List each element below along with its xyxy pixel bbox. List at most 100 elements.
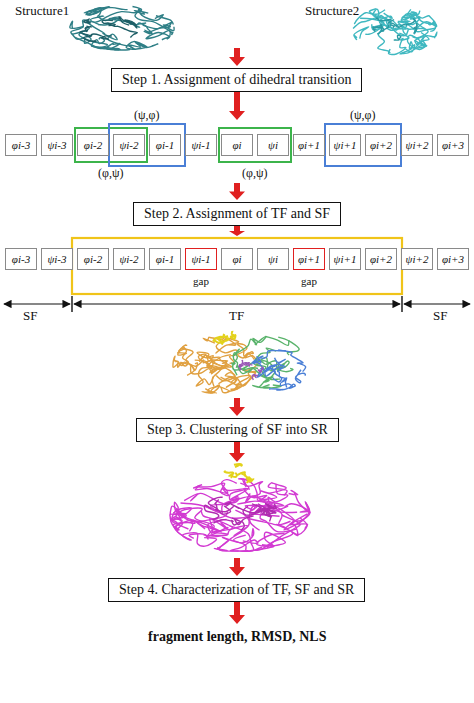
protein-strand: [245, 363, 252, 366]
sf-span: [404, 303, 470, 304]
protein-strand: [269, 387, 291, 390]
node-text: φi+3: [442, 139, 464, 151]
phi-psi-frame: [75, 128, 147, 162]
node-text: φi-1: [156, 253, 174, 265]
dihedral-cell: ψi+2: [401, 134, 433, 156]
pair-label: (ψ,φ): [134, 108, 159, 122]
psi-phi-frame: [109, 124, 185, 166]
dihedral-cell: φi+3: [437, 248, 469, 270]
flow-arrow: [229, 183, 245, 200]
boundary-tick: [71, 296, 72, 312]
flow-arrow: [229, 226, 245, 236]
dihedral-cell: ψi+1: [329, 134, 361, 156]
dihedral-cell: φi-2: [77, 248, 109, 270]
flow-arrow: [229, 92, 245, 120]
dihedral-cell: φi+3: [437, 134, 469, 156]
dihedral-cell: φi: [221, 248, 253, 270]
protein-strand: [109, 48, 130, 50]
fragment-label: SF: [23, 309, 37, 323]
protein-strand: [257, 532, 286, 547]
phi-psi-frame: [219, 128, 291, 162]
protein-strand: [90, 16, 120, 25]
protein-strand: [413, 24, 417, 33]
protein-strand: [414, 23, 417, 32]
protein-strand: [377, 25, 397, 34]
step-box: Step 3. Clustering of SF into SR: [136, 418, 339, 442]
protein-strand: [241, 479, 267, 500]
protein-strand: [181, 349, 228, 367]
protein-strand: [84, 8, 102, 17]
protein-strand: [398, 22, 435, 32]
protein-strand: [243, 506, 271, 521]
protein-strand: [214, 528, 254, 550]
protein-strand: [239, 364, 242, 370]
gap-label: gap: [193, 274, 209, 288]
fragment-label: SF: [433, 309, 447, 323]
structure-label: Structure1: [15, 4, 69, 18]
node-text: ψi-2: [119, 139, 138, 151]
protein-strand: [233, 336, 267, 356]
node-text: φi-3: [12, 139, 30, 151]
protein-strand: [135, 11, 174, 31]
node-text: φi: [232, 139, 241, 151]
protein-strand: [389, 33, 410, 54]
dihedral-cell: φi+2: [365, 134, 397, 156]
protein-strand: [84, 19, 91, 23]
protein-strand: [207, 385, 220, 393]
pair-label: (φ,ψ): [98, 166, 123, 180]
tf-frame: [72, 238, 402, 294]
node-text: φi+2: [370, 139, 392, 151]
protein-strand: [267, 504, 309, 548]
node-text: ψi: [268, 253, 278, 265]
node-text: Step 3. Clustering of SF into SR: [147, 422, 328, 437]
protein-strand: [241, 474, 252, 481]
protein-strand: [125, 20, 137, 28]
protein-strand: [208, 497, 231, 514]
node-text: φi-2: [84, 139, 102, 151]
protein-strand: [270, 358, 285, 367]
dihedral-cell: φi+1: [293, 248, 325, 270]
protein-strand: [87, 22, 129, 46]
gap-label: gap: [301, 274, 317, 288]
node-text: ψi-3: [47, 139, 66, 151]
protein-strand: [218, 334, 225, 343]
protein-strand: [193, 480, 237, 494]
protein-strand: [90, 34, 112, 39]
psi-phi-frame: [325, 124, 401, 166]
boundary-tick: [401, 296, 402, 312]
node-text: φi-2: [84, 253, 102, 265]
node-text: Step 4. Characterization of TF, SF and S…: [119, 582, 354, 597]
protein-strand: [255, 337, 289, 346]
protein-strand: [258, 503, 276, 508]
dihedral-cell: ψi-3: [41, 134, 73, 156]
node-text: ψi-1: [191, 253, 210, 265]
node-text: φi+1: [298, 139, 320, 151]
flow-arrow: [229, 48, 245, 66]
protein-strand: [252, 357, 271, 372]
protein-strand: [237, 484, 287, 504]
protein-strand: [80, 31, 97, 42]
node-text: φi+1: [298, 253, 320, 265]
dihedral-cell: φi: [221, 134, 253, 156]
dihedral-cell: φi-1: [149, 248, 181, 270]
dihedral-cell: ψi+1: [329, 248, 361, 270]
node-text: ψi-2: [119, 253, 138, 265]
node-text: ψi-1: [191, 139, 210, 151]
dihedral-cell: φi+2: [365, 248, 397, 270]
dihedral-cell: ψi-3: [41, 248, 73, 270]
dihedral-cell: ψi-2: [113, 248, 145, 270]
dihedral-cell: φi-3: [5, 248, 37, 270]
flow-arrow: [229, 558, 245, 576]
dihedral-cell: ψi: [257, 248, 289, 270]
protein-strand: [259, 350, 286, 358]
dihedral-cell: ψi-1: [185, 134, 217, 156]
protein-strand: [295, 370, 305, 383]
protein-strand: [280, 383, 295, 389]
protein-strand: [252, 374, 258, 380]
dihedral-cell: φi+1: [293, 134, 325, 156]
dihedral-cell: φi-3: [5, 134, 37, 156]
protein-strand: [224, 471, 233, 478]
dihedral-cell: ψi: [257, 134, 289, 156]
protein-strand: [177, 519, 216, 547]
